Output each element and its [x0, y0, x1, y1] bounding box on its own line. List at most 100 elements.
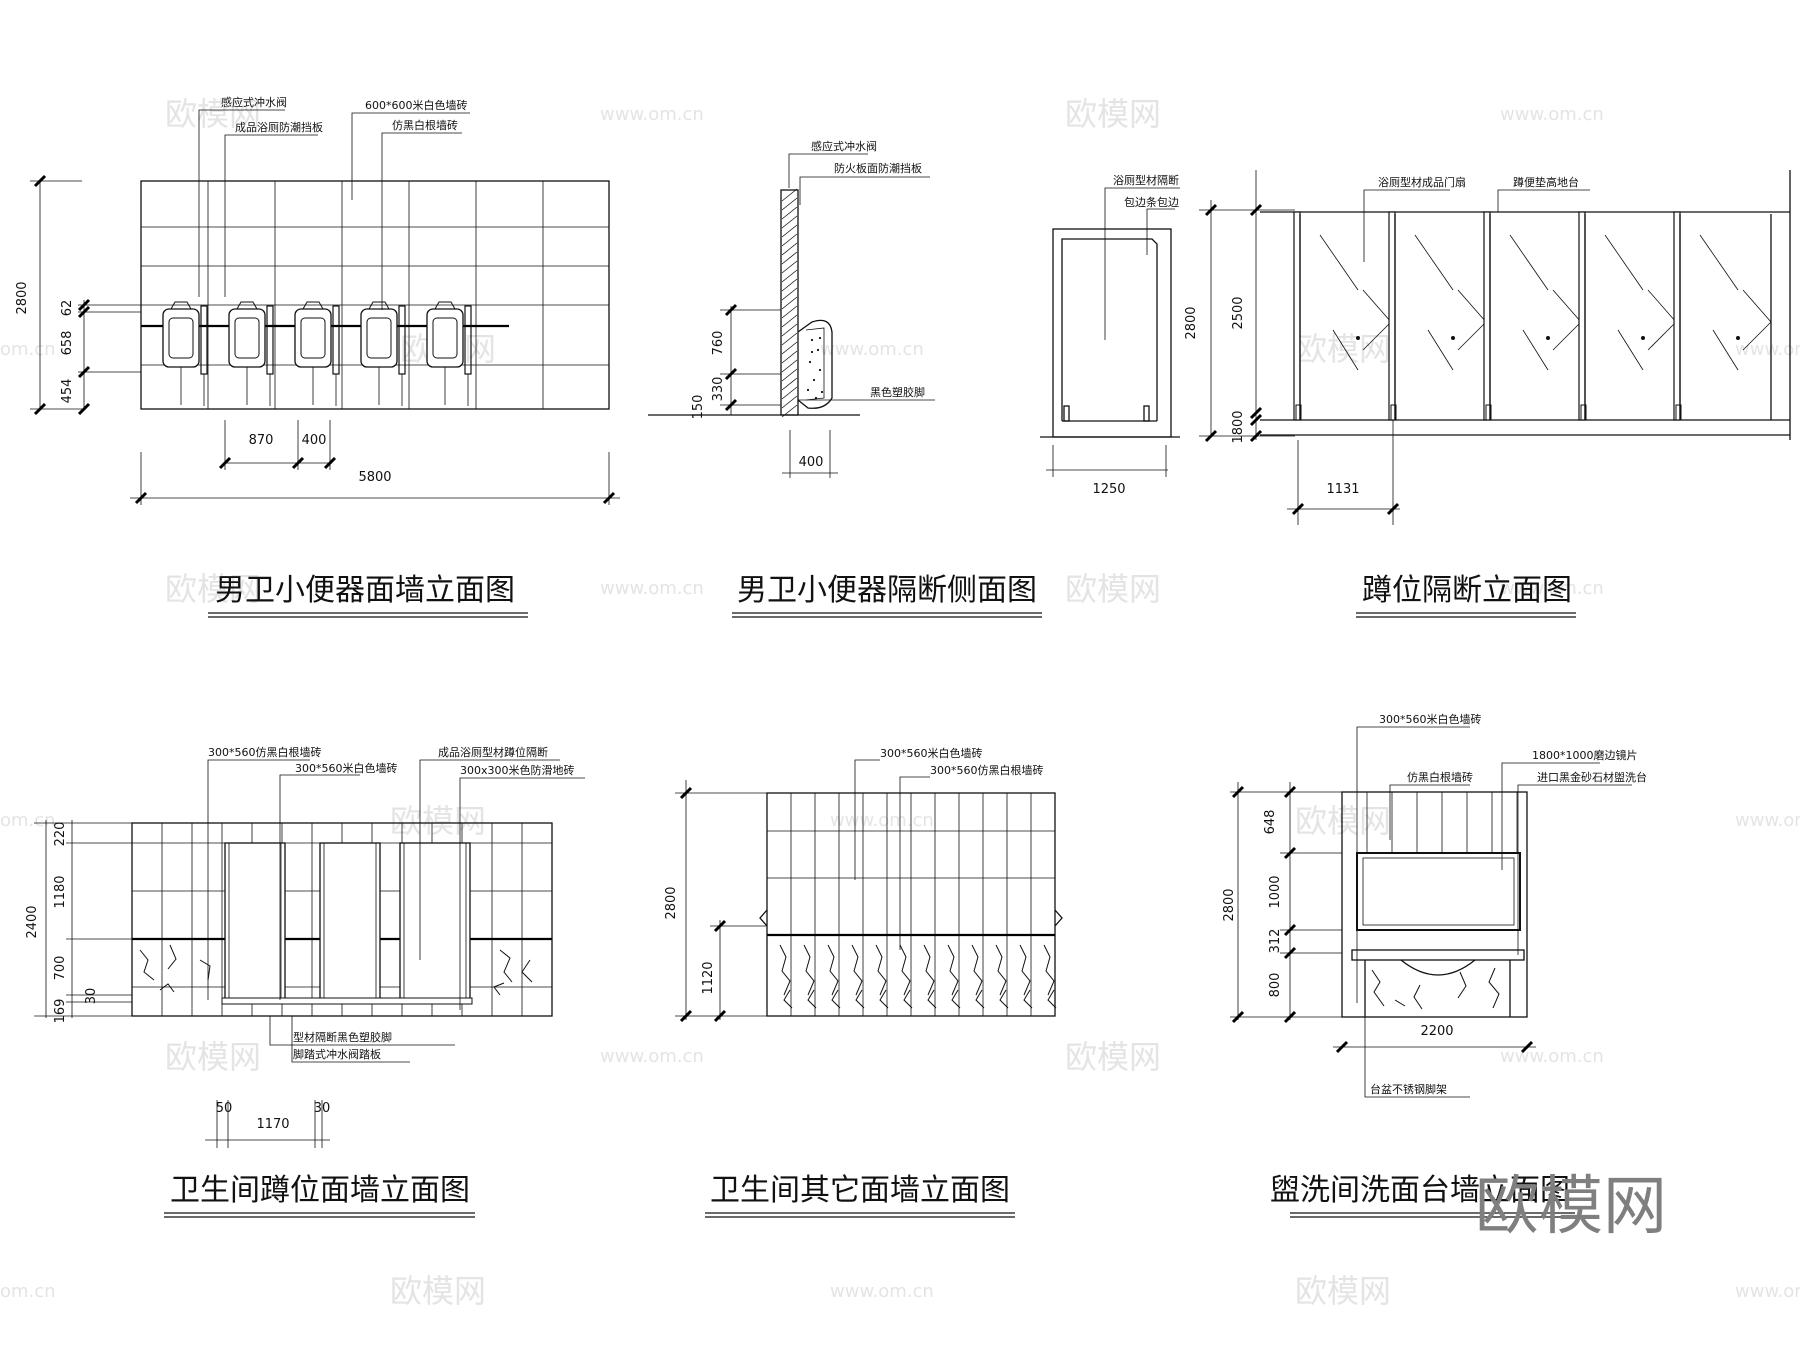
stipple-dot [808, 360, 812, 364]
marble-vein [899, 944, 911, 996]
dim-50: 50 [216, 1101, 233, 1116]
urinal-top [434, 301, 456, 310]
urinal-top [170, 301, 192, 310]
watermark-logo: 欧模网 [165, 1038, 261, 1076]
marble-vein [167, 944, 177, 970]
glass-reflection [1699, 234, 1739, 291]
dim-1170: 1170 [256, 1117, 289, 1132]
dim-760: 760 [711, 331, 726, 356]
dim-tick [679, 1009, 693, 1023]
hatch-line [781, 359, 798, 373]
door-swing [1362, 289, 1392, 323]
watermark-logo: 欧模网 [165, 570, 261, 608]
door-row [1293, 211, 1772, 421]
watermark-url: www.om.cn [600, 578, 704, 599]
watermark-logo: 欧模网 [165, 95, 261, 133]
note-floor-tile: 300x300米色防滑地砖 [460, 763, 575, 777]
dim-tick [1204, 203, 1218, 217]
marble-vein [783, 989, 793, 1009]
note-edge-strip: 包边条包边 [1124, 195, 1179, 209]
marble-vein [521, 959, 533, 983]
marble-vein [499, 949, 513, 983]
note-fireproof-board: 防火板面防潮挡板 [834, 161, 922, 175]
marble-vein [803, 944, 815, 996]
note-raised-platform: 蹲便垫高地台 [1513, 175, 1579, 189]
partition-foot [1675, 404, 1682, 421]
urinal-partition [266, 305, 274, 375]
watermark-logo: 欧模网 [1295, 802, 1391, 840]
dim-tick [1283, 785, 1297, 799]
watermark-url: www.om.cn [600, 104, 704, 125]
dim-tick [77, 298, 91, 312]
washbasin-wall-elevation: 300*560米白色墙砖 1800*1000磨边镜片 仿黑白根墙砖 进口黑金砂石… [1222, 712, 1647, 1218]
watermark-logo: 欧模网 [1065, 1038, 1161, 1076]
dim-tick [77, 365, 91, 379]
watermark-url: www.om.cn [820, 339, 924, 360]
partition-foot [1390, 404, 1397, 421]
dim-62: 62 [60, 300, 75, 317]
marble-vein [855, 989, 865, 1009]
dim-tick [1283, 1010, 1297, 1024]
marble-vein [199, 959, 211, 981]
brand-watermark-logo: 欧模网 [1475, 1170, 1667, 1244]
partition-foot [1143, 405, 1150, 422]
note-sensor-flush-valve: 感应式冲水阀 [811, 139, 877, 153]
dim-tick [33, 402, 47, 416]
leader-line [1497, 189, 1590, 212]
dim-454: 454 [60, 379, 75, 404]
note-mirror: 1800*1000磨边镜片 [1532, 748, 1638, 762]
partition-side-panel [1052, 228, 1172, 438]
marble-vein [875, 944, 887, 996]
stipple-dot [818, 368, 822, 372]
dim-tick [1283, 846, 1297, 860]
leader-line [1501, 762, 1600, 870]
dim-tick [602, 491, 616, 505]
drawing-title: 男卫小便器面墙立面图 [215, 573, 515, 608]
urinal-wall-elevation: 感应式冲水阀 成品浴厕防潮挡板 600*600米白色墙砖 仿黑白根墙砖 2800… [15, 95, 620, 618]
urinal-bowl [168, 317, 194, 359]
leader-line [1363, 189, 1450, 262]
drawing-title: 卫生间其它面墙立面图 [710, 1173, 1010, 1208]
leader-line [269, 1016, 455, 1046]
marble-vein [1457, 971, 1467, 999]
squat-partition-elevation: 浴厕型材隔断 包边条包边 1250 浴厕型材成品门扇 蹲便垫高地台 2800 2… [1040, 170, 1791, 618]
stipple-dot [820, 390, 824, 394]
hatch-line [781, 260, 798, 274]
urinal-bowl [300, 317, 326, 359]
hatch-line [781, 278, 798, 292]
dim-tick [1231, 785, 1245, 799]
hatch-line [781, 305, 798, 319]
door-frame [1061, 238, 1158, 421]
dim-tick [1283, 923, 1297, 937]
dim-2800: 2800 [664, 886, 679, 919]
marble-vein [779, 944, 791, 996]
watermark-url: www.om.cn [1500, 578, 1604, 599]
dim-tick [724, 367, 738, 381]
dim-870: 870 [249, 433, 274, 448]
dim-1000: 1000 [1268, 875, 1283, 908]
glass-reflection [1509, 234, 1549, 291]
marble-vein [971, 944, 983, 996]
urinal-side [797, 319, 833, 409]
urinal-bowl [432, 317, 458, 359]
leader-line [788, 153, 868, 188]
hatch-line [781, 269, 798, 283]
leader-line [1146, 208, 1175, 255]
hatch-line [781, 296, 798, 310]
hatch-line [781, 188, 798, 202]
note-partition: 浴厕型材隔断 [1113, 173, 1179, 187]
glass-reflection [1522, 329, 1549, 371]
watermark-logo: 欧模网 [1065, 95, 1161, 133]
watermark-logo: 欧模网 [1295, 330, 1391, 368]
dim-tick [1249, 429, 1263, 443]
partition-door [319, 842, 381, 1004]
door-handle [1356, 336, 1360, 340]
door-swing [1362, 321, 1392, 351]
marble-vein [903, 989, 913, 1009]
dim-tick [1520, 1040, 1534, 1054]
door-swing [1742, 289, 1772, 323]
drawing-title: 蹲位隔断立面图 [1362, 573, 1572, 608]
dim-2500: 2500 [1231, 296, 1246, 329]
squat-wall-elevation: 300*560仿黑白根墙砖 300*560米白色墙砖 成品浴厕型材蹲位隔断 30… [25, 745, 585, 1218]
watermark-url: www.om.cn [1500, 104, 1604, 125]
